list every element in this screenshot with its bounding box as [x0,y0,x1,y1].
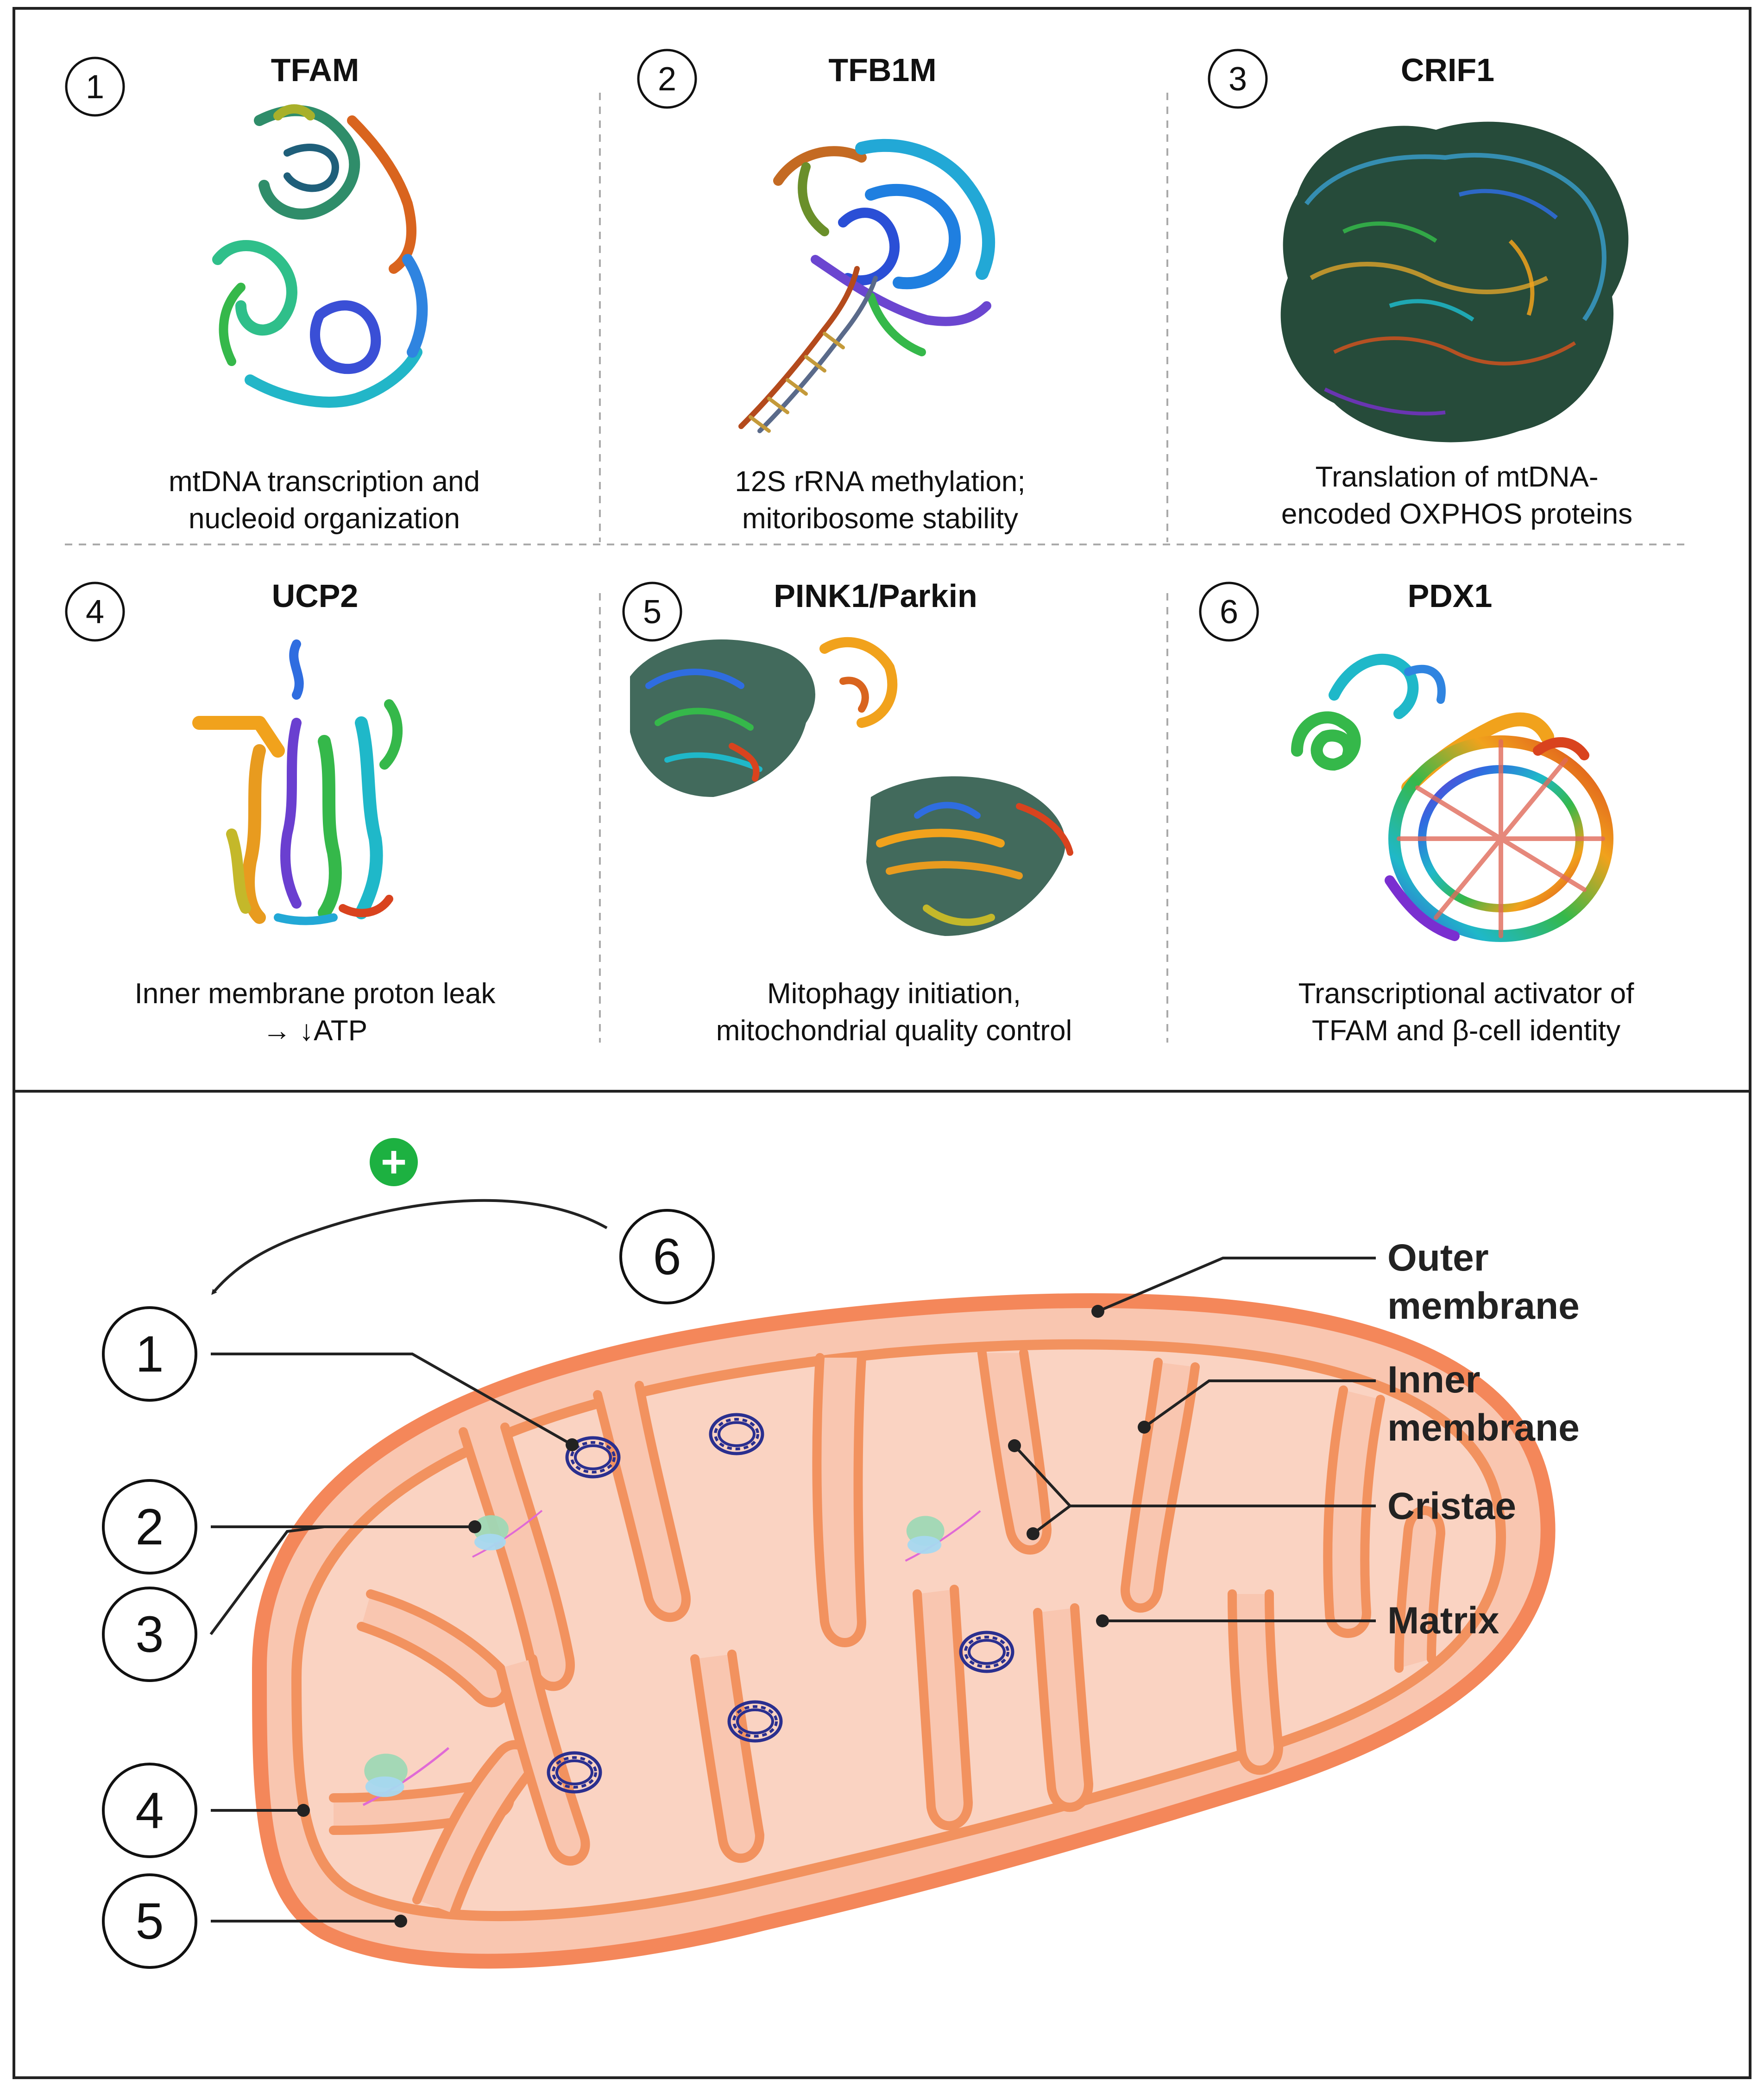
figure-frame [13,7,1751,2079]
panel-number: 5 [643,594,662,631]
panel-number: 3 [1228,61,1247,98]
panel-description-line2: TFAM and β-cell identity [1312,1015,1620,1047]
panel-number-circle [1199,582,1259,642]
panel-pdx1: 6 PDX1 Transcriptional activator of TFAM… [1199,578,1635,1047]
panel-ucp2: 4 UCP2 Inner membrane proton leak → ↓ATP [65,578,496,1047]
panel-description-line2: mitochondrial quality control [716,1015,1072,1047]
tfb1m-structure-icon [738,139,995,433]
diagram-marker-5: 5 [102,1873,197,1969]
label-cristae: Cristae [1387,1485,1516,1527]
svg-text:5: 5 [135,1893,164,1950]
marker-leader-lines [209,1353,573,1923]
panel-number-circle [637,49,697,109]
panel-number-circle [622,582,682,642]
label-outer-membrane-line2: membrane [1387,1285,1580,1327]
panel-title: UCP2 [272,578,359,614]
diagram-marker-4: 4 [102,1763,197,1858]
panel-number-circle [1208,49,1268,109]
panel-description-line2: → ↓ATP [263,1015,367,1047]
pink1-parkin-structure-icon [630,637,1073,936]
pdx1-structure-icon [1291,653,1613,942]
panel-number: 6 [1220,594,1238,631]
activation-arrow [211,1199,608,1295]
panel-number: 1 [86,69,104,106]
label-leader-lines [1013,1257,1376,1622]
label-inner-membrane-line1: Inner [1387,1359,1480,1401]
panel-description-line1: Translation of mtDNA- [1316,461,1599,493]
diagram-marker-2: 2 [102,1479,197,1575]
panel-title: PINK1/Parkin [774,578,977,614]
diagram-marker-1: 1 [102,1306,197,1402]
panel-number-circle [65,57,125,117]
panel-title: CRIF1 [1401,52,1494,88]
tfam-structure-icon [212,104,428,408]
activation-indicator: + [211,1137,608,1295]
svg-text:3: 3 [135,1606,164,1663]
panel-description-line1: Transcriptional activator of [1298,978,1635,1010]
diagram-marker-3: 3 [102,1587,197,1682]
panel-title: TFB1M [828,52,936,88]
panel-description-line1: Mitophagy initiation, [767,978,1021,1010]
panel-number: 2 [658,61,676,98]
crif1-structure-icon [1280,121,1629,443]
svg-text:6: 6 [653,1228,681,1285]
label-inner-membrane-line2: membrane [1387,1407,1580,1449]
plus-icon-glyph: + [381,1137,407,1187]
panel-description-line1: Inner membrane proton leak [135,978,496,1010]
panel-description-line2: encoded OXPHOS proteins [1281,498,1632,530]
panel-description-line2: mitoribosome stability [742,503,1018,535]
marker-leader-dots [297,1438,579,1928]
panel-description-line1: 12S rRNA methylation; [735,466,1025,498]
svg-text:2: 2 [135,1499,164,1556]
svg-text:1: 1 [135,1326,164,1383]
panel-crif1: 3 CRIF1 Translation of mtDNA- encoded OX… [1208,49,1632,530]
panel-number-circle [65,582,125,642]
panel-number: 4 [86,594,104,631]
panel-pink1-parkin: 5 PINK1/Parkin Mitophagy initiation, mit… [622,578,1073,1047]
panel-title: TFAM [271,52,359,88]
cristae [329,1348,1446,1918]
panel-tfb1m: 2 TFB1M 12S rRNA methylation; mitoriboso… [637,49,1026,535]
label-matrix: Matrix [1387,1600,1499,1642]
grid-dividers [65,93,1686,1043]
panel-tfam: 1 TFAM mtDNA transcription and nucleoid … [65,52,480,535]
panel-description-line1: mtDNA transcription and [169,466,480,498]
label-leader-dots [1008,1305,1151,1627]
diagram-marker-6: 6 [619,1209,715,1304]
label-outer-membrane-line1: Outer [1387,1237,1489,1279]
panel-description-line2: nucleoid organization [189,503,460,535]
svg-text:4: 4 [135,1782,164,1839]
mitochondrion-diagram: + 6 1 2 3 4 5 [102,1137,1580,1969]
plus-icon [370,1138,418,1186]
ucp2-structure-icon [192,639,403,925]
panel-title: PDX1 [1408,578,1493,614]
